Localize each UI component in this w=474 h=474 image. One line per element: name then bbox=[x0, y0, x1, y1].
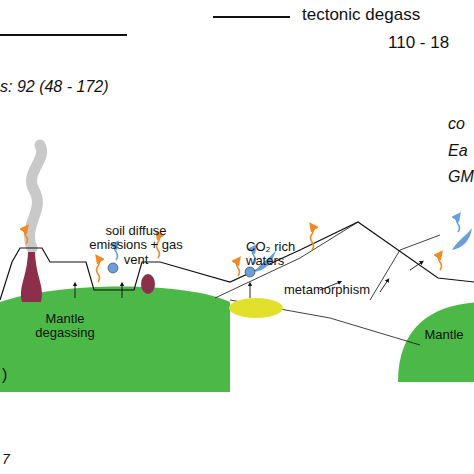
gas-migration-arrow bbox=[380, 280, 388, 292]
mantle-fill bbox=[0, 286, 230, 392]
title-rule bbox=[0, 34, 127, 36]
gas-plume bbox=[29, 145, 41, 248]
water-flux-arrow bbox=[457, 216, 460, 232]
annotation-label: metamorphism bbox=[284, 283, 370, 297]
annotation-label: tectonic degass bbox=[302, 6, 420, 25]
co2-flux-arrow bbox=[237, 260, 240, 276]
gas-migration-arrow bbox=[75, 284, 76, 298]
annotation-label: GM bbox=[448, 168, 474, 186]
annotation-label: Ea bbox=[448, 142, 468, 160]
magma-body bbox=[141, 274, 155, 294]
gas-migration-arrow bbox=[250, 284, 251, 298]
gas-migration-arrow bbox=[410, 262, 422, 270]
annotation-label: 110 - 18 bbox=[388, 34, 449, 53]
spring bbox=[245, 267, 255, 277]
metamorphism-zone bbox=[229, 298, 283, 318]
co2-flux-arrow bbox=[25, 228, 28, 244]
water-body bbox=[452, 228, 472, 250]
gas-vent bbox=[108, 263, 118, 273]
annotation-label: 7 bbox=[2, 452, 10, 467]
node-text: Mantle bbox=[414, 328, 474, 342]
gas-migration-arrow bbox=[122, 284, 123, 298]
fault-line bbox=[370, 235, 440, 300]
node-text: Mantle degassing bbox=[25, 312, 105, 341]
co2-flux-arrow bbox=[439, 254, 442, 270]
title-rule bbox=[213, 16, 290, 18]
annotation-label: co bbox=[448, 115, 465, 133]
magma-conduit bbox=[21, 252, 42, 302]
annotation-label: soil diffuse emissions + gas vent bbox=[86, 224, 186, 267]
co2-flux-arrow bbox=[311, 226, 314, 250]
annotation-label: s: 92 (48 - 172) bbox=[0, 78, 109, 96]
ground-surface bbox=[0, 222, 474, 300]
co2-flux-arrow bbox=[97, 258, 100, 282]
annotation-label: ) bbox=[2, 366, 7, 384]
annotation-label: CO₂ rich waters bbox=[246, 240, 304, 269]
